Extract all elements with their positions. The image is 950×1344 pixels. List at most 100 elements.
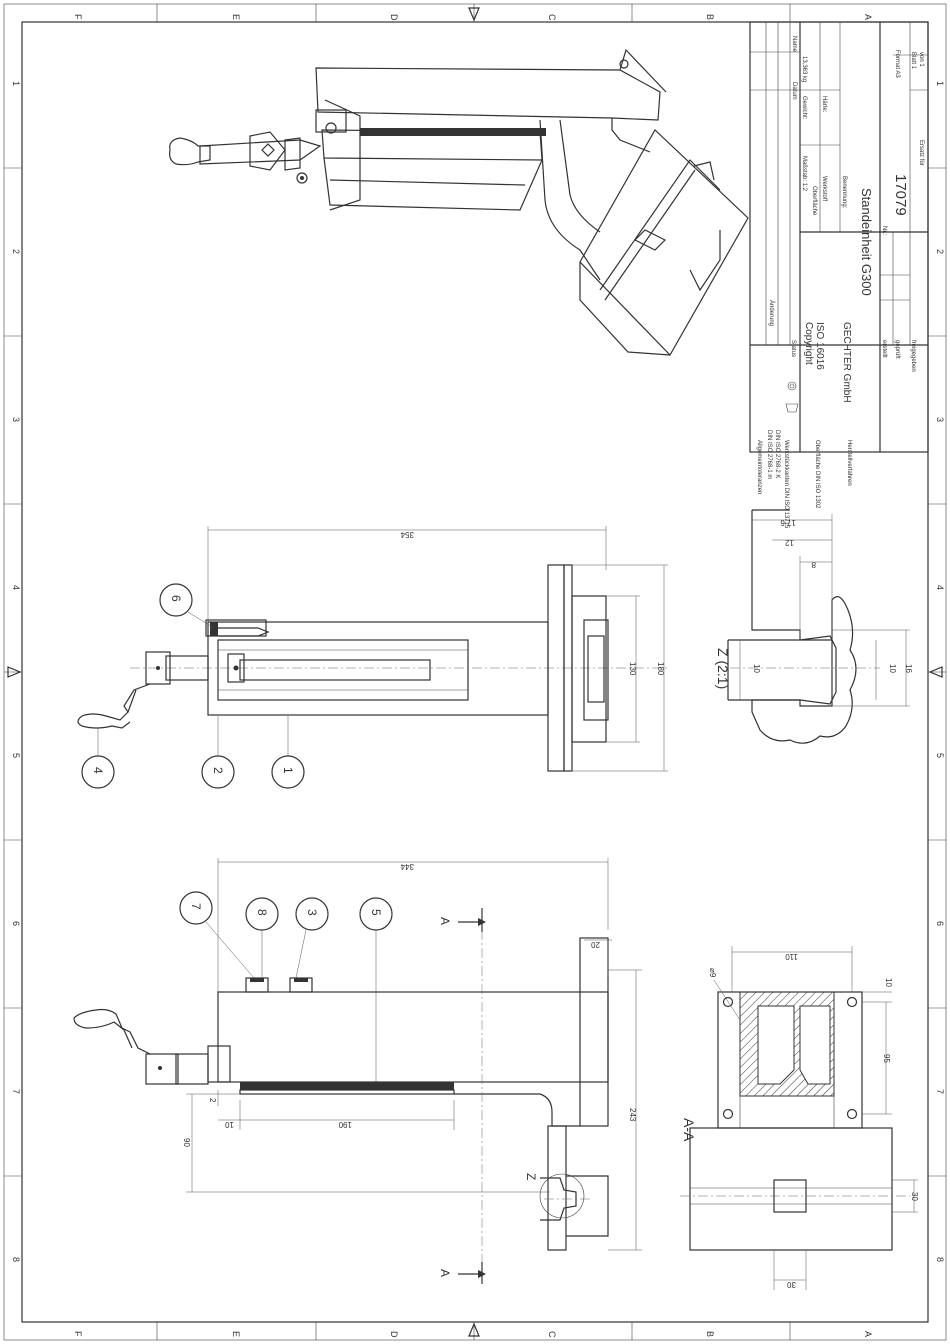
tb-sheet-label: Blatt 1 bbox=[910, 52, 916, 70]
balloon-6: 6 bbox=[169, 595, 183, 602]
zone-row-right-6: 6 bbox=[935, 921, 945, 926]
balloon-7: 7 bbox=[189, 903, 203, 910]
tb-tolerance-line1: DIN ISO 2768-1 m bbox=[766, 430, 772, 479]
tb-drawing-number: 17079 bbox=[892, 174, 909, 216]
tb-surface-note: Werkstückkanten DIN ISO 13715 bbox=[783, 440, 789, 529]
section-title: A-A bbox=[681, 1118, 697, 1142]
zone-row-left-5: 5 bbox=[11, 753, 21, 758]
isometric-view bbox=[169, 48, 749, 356]
tb-tolerance-line2: DIN ISO 2768-2 K bbox=[774, 430, 780, 478]
detail-dim-17-6: 17,6 bbox=[780, 518, 796, 527]
tb-scale-label: Maßstab: 1:2 bbox=[801, 156, 807, 192]
front-dim-180: 180 bbox=[656, 662, 665, 676]
tb-status-label: Status bbox=[790, 340, 796, 357]
tb-material-label: Werkstoff bbox=[821, 176, 827, 201]
detail-title: Z (2:1) bbox=[715, 648, 731, 689]
section-letter-top: A bbox=[438, 917, 452, 925]
balloon-1: 1 bbox=[281, 767, 295, 774]
zone-col-bottom-b: B bbox=[705, 1331, 715, 1337]
front-dim-130: 130 bbox=[628, 662, 637, 676]
side-view: 344 Z 20 243 190 10 2 bbox=[73, 858, 642, 1284]
zone-row-right-2: 2 bbox=[935, 249, 945, 254]
side-dim-190: 190 bbox=[338, 1120, 352, 1129]
centering-marks bbox=[7, 7, 943, 1337]
tb-created-label: erstellt bbox=[881, 340, 887, 358]
detail-dim-16: 16 bbox=[904, 664, 913, 673]
zone-row-left-4: 4 bbox=[11, 585, 21, 590]
tb-company: GECHTER GmbH bbox=[841, 322, 852, 403]
side-dim-10: 10 bbox=[225, 1120, 234, 1129]
detail-dim-10b: 10 bbox=[888, 664, 897, 673]
zone-col-top-f: F bbox=[73, 14, 83, 20]
front-view: 354 130 180 bbox=[77, 526, 670, 789]
section-aa-view: 110 10 95 ⌀9 30 30 A-A bbox=[680, 946, 919, 1290]
tb-surface-iso: Oberfläche DIN ISO 1302 bbox=[814, 440, 820, 509]
zone-row-right-1: 1 bbox=[935, 81, 945, 86]
zone-col-top-e: E bbox=[231, 14, 241, 20]
balloon-8: 8 bbox=[255, 909, 269, 916]
balloon-3: 3 bbox=[305, 909, 319, 916]
detail-dim-10a: 10 bbox=[752, 664, 761, 673]
tb-hardness-label: Härte: bbox=[821, 96, 827, 113]
zone-row-left-7: 7 bbox=[11, 1089, 21, 1094]
section-dim-110: 110 bbox=[785, 952, 798, 961]
tb-weight-label: Gewicht: bbox=[801, 96, 807, 120]
zone-col-top-d: D bbox=[389, 14, 399, 21]
section-letter-bottom: A bbox=[438, 1269, 452, 1277]
tb-surface-label: Oberfläche bbox=[811, 186, 817, 216]
zone-col-top-c: C bbox=[547, 14, 557, 21]
zone-col-top-a: A bbox=[863, 14, 873, 20]
tb-copyright-line1: Copyright bbox=[803, 322, 814, 365]
zone-row-right-3: 3 bbox=[935, 417, 945, 422]
zone-col-bottom-f: F bbox=[73, 1331, 83, 1337]
inner-frame bbox=[21, 21, 929, 1323]
zone-row-right-5: 5 bbox=[935, 753, 945, 758]
tb-change-label: Änderung bbox=[768, 300, 775, 326]
zone-row-left-1: 1 bbox=[11, 81, 21, 86]
side-dim-344: 344 bbox=[400, 862, 414, 871]
balloon-4: 4 bbox=[91, 767, 105, 774]
cone-symbol-icon bbox=[785, 403, 799, 413]
tb-released-label: freigegeben bbox=[910, 340, 916, 372]
zone-col-bottom-e: E bbox=[231, 1331, 241, 1337]
side-dim-90: 90 bbox=[182, 1138, 191, 1147]
tb-format-label: Format A3 bbox=[894, 50, 900, 78]
tb-nr-label: Nr.: bbox=[881, 226, 887, 236]
side-dim-20: 20 bbox=[591, 940, 600, 949]
tb-designation-label: Benennung: bbox=[841, 176, 847, 209]
zone-row-right-4: 4 bbox=[935, 585, 945, 590]
zone-row-left-3: 3 bbox=[11, 417, 21, 422]
detail-dim-12: 12 bbox=[785, 538, 794, 547]
side-dim-243: 243 bbox=[628, 1108, 637, 1122]
section-dim-95: 95 bbox=[882, 1054, 891, 1063]
section-dim-30a: 30 bbox=[910, 1192, 919, 1201]
front-dim-354: 354 bbox=[400, 530, 414, 539]
tb-copyright-line2: ISO 16016 bbox=[814, 322, 825, 370]
tb-general-tolerances: Allgemeintoleranzen bbox=[756, 440, 762, 494]
balloon-5: 5 bbox=[369, 909, 383, 916]
section-dim-phi: ⌀9 bbox=[708, 968, 717, 978]
detail-z-view: 17,6 12 8 10 10 16 Z (2:1) bbox=[715, 509, 913, 744]
tb-weight-value: 13,363 kg bbox=[801, 56, 807, 82]
outer-frame bbox=[3, 3, 947, 1341]
top-zone-ticks bbox=[4, 4, 946, 1340]
tb-replaces-label: Ersatz für bbox=[918, 140, 924, 166]
detail-letter-z: Z bbox=[524, 1173, 538, 1180]
tb-sheets-label: von 1 bbox=[918, 52, 924, 67]
zone-col-bottom-a: A bbox=[863, 1331, 873, 1337]
zone-row-left-8: 8 bbox=[11, 1257, 21, 1262]
balloon-2: 2 bbox=[211, 767, 225, 774]
zone-col-bottom-d: D bbox=[389, 1331, 399, 1338]
zone-row-left-2: 2 bbox=[11, 249, 21, 254]
section-dim-10: 10 bbox=[884, 978, 893, 987]
tb-checked-label: geprüft bbox=[894, 340, 900, 359]
tb-manufacturing: Herstellverfahren bbox=[846, 440, 852, 486]
detail-dim-8: 8 bbox=[811, 560, 816, 569]
zone-row-right-7: 7 bbox=[935, 1089, 945, 1094]
zone-col-bottom-c: C bbox=[547, 1331, 557, 1338]
section-dim-30b: 30 bbox=[787, 1280, 796, 1289]
title-block: Status Änderung Datum Name Maßstab: 1:2 … bbox=[749, 21, 929, 529]
projection-symbol-icon bbox=[787, 381, 797, 391]
zone-row-right-8: 8 bbox=[935, 1257, 945, 1262]
